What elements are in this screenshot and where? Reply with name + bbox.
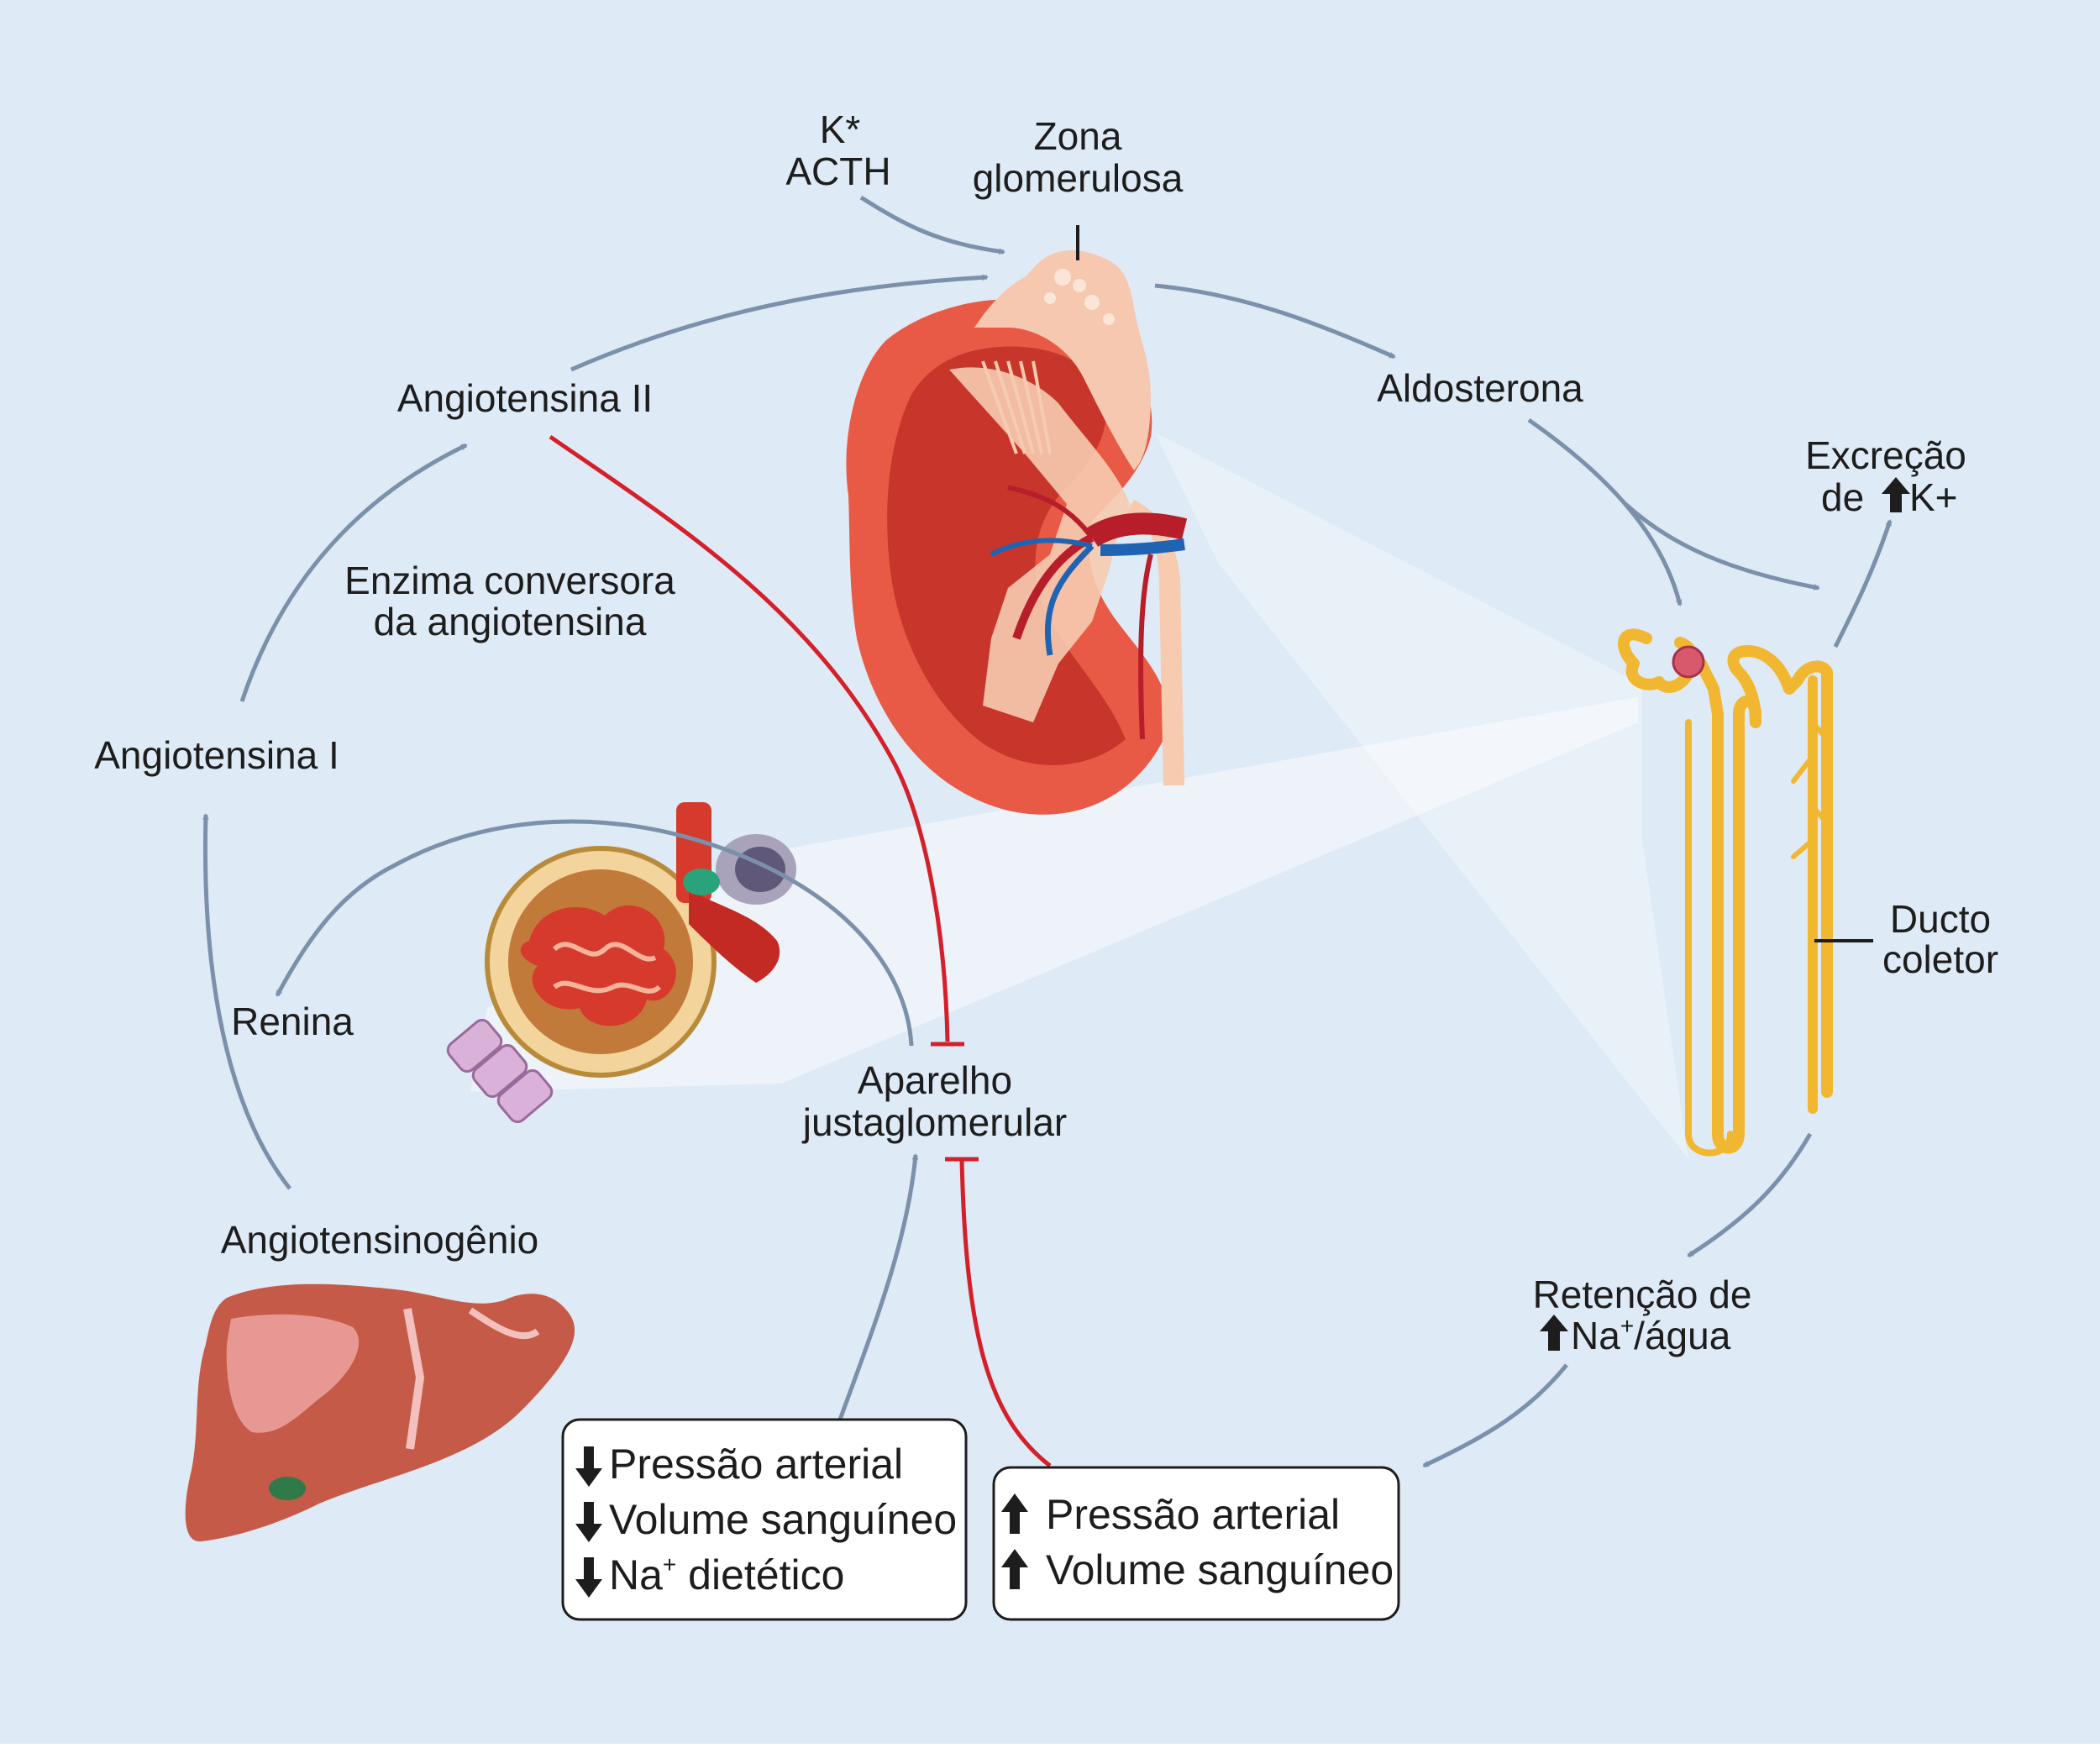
arrow-k-acth-to-adrenal: [859, 195, 1005, 255]
nephron-illustration: [1618, 628, 1833, 1157]
box-increase-line2: Volume sanguíneo: [1046, 1546, 1394, 1593]
glomerulus-knot-icon: [1672, 645, 1705, 679]
label-excrecao-de: de: [1821, 475, 1864, 519]
arrow-ducto-to-retencao: [1687, 1132, 1813, 1258]
liver-illustration: [185, 1283, 575, 1542]
adrenal-icon: [974, 250, 1151, 470]
inhibition-box-increase-to-jga: [959, 1158, 1052, 1467]
juxtaglomerular-illustration: [446, 802, 796, 1124]
retencao-up-arrow-icon: [1540, 1315, 1568, 1351]
box-decrease-frame: [561, 1418, 968, 1621]
retencao-na: Na: [1571, 1314, 1620, 1357]
arrow-renina-loop: [275, 819, 723, 997]
callout-beam-glomerulus: [470, 697, 1638, 1092]
excrecao-up-arrow-icon: [1882, 477, 1910, 512]
inhibition-angiotensina-ii-to-jga: [549, 434, 950, 1042]
box-decrease-post: dietético: [676, 1551, 844, 1598]
retencao-sup: +: [1620, 1313, 1634, 1339]
up-arrow-icon: [1001, 1493, 1028, 1534]
adrenal-gland-illustration: [974, 250, 1151, 470]
label-acth: ACTH: [785, 150, 890, 193]
box-decrease-sup: +: [663, 1551, 676, 1577]
label-aldosterona: Aldosterona: [1377, 366, 1583, 410]
label-ducto-line2: coletor: [1882, 937, 1998, 981]
label-ducto-line1: Ducto: [1890, 897, 1991, 941]
label-zona-line2: glomerulosa: [973, 156, 1184, 200]
arrow-angiotensina-i-to-angiotensina-ii: [239, 443, 468, 702]
label-aparelho-line1: Aparelho: [858, 1058, 1012, 1102]
label-k-star: K*: [820, 108, 861, 151]
arrow-angiotensinogenio-to-angiotensina-i: [202, 813, 291, 1190]
label-angiotensinogenio: Angiotensinogênio: [221, 1218, 539, 1262]
box-decrease-line1: Pressão arterial: [609, 1441, 903, 1488]
down-arrow-icon: [575, 1446, 602, 1487]
box-decrease: Pressão arterial Volume sanguíneo Na+ di…: [561, 1418, 968, 1621]
retencao-post: /água: [1634, 1314, 1731, 1357]
label-aparelho-line2: justaglomerular: [801, 1100, 1067, 1144]
arrow-angiotensina-ii-to-adrenal: [570, 274, 989, 372]
callout-beam-kidney-to-nephron: [1155, 433, 1688, 1159]
box-increase: Pressão arterial Volume sanguíneo: [992, 1466, 1400, 1621]
label-retencao-line2: Na+/água: [1571, 1313, 1731, 1357]
box-decrease-line3: Na+ dietético: [609, 1551, 844, 1598]
label-excrecao-k: K+: [1909, 475, 1958, 519]
label-eca-line2: da angiotensina: [374, 600, 647, 643]
box-increase-frame: [992, 1466, 1400, 1621]
kidney-illustration: [846, 299, 1188, 815]
label-excrecao-line1: Excreção: [1805, 433, 1966, 477]
arrow-nephron-to-excrecao-k: [1833, 519, 1893, 648]
box-decrease-line2: Volume sanguíneo: [609, 1496, 957, 1543]
label-retencao-line1: Retenção de: [1533, 1273, 1752, 1316]
down-arrow-icon: [575, 1502, 602, 1542]
arrow-box-decrease-to-jga: [837, 1153, 919, 1420]
arrow-aldosterona-to-excrecao: [1624, 502, 1820, 591]
label-angiotensina-ii: Angiotensina II: [397, 376, 653, 420]
box-increase-line1: Pressão arterial: [1046, 1491, 1340, 1538]
arrow-retencao-to-box-increase: [1422, 1363, 1568, 1468]
up-arrow-icon: [1001, 1549, 1028, 1589]
label-renina: Renina: [231, 1000, 354, 1043]
label-eca-line1: Enzima conversora: [344, 559, 675, 602]
label-zona-line1: Zona: [1034, 114, 1122, 158]
arrow-jga-to-renina: [722, 846, 914, 1047]
box-decrease-na: Na: [609, 1551, 663, 1598]
label-angiotensina-i: Angiotensina I: [94, 733, 339, 777]
arrow-adrenal-to-aldosterona: [1154, 283, 1396, 360]
down-arrow-icon: [575, 1557, 602, 1598]
